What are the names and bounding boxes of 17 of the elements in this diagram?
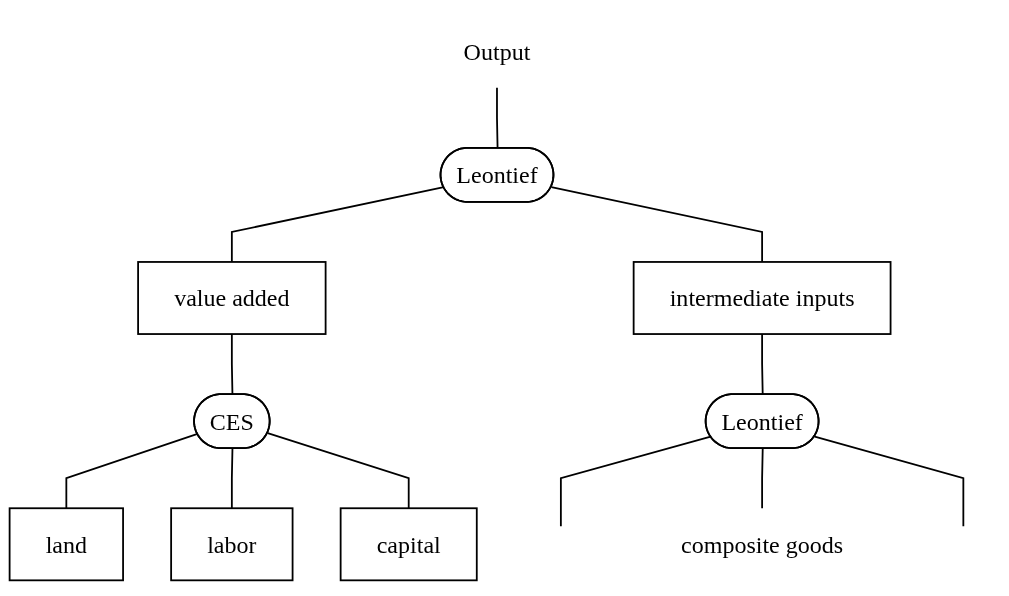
node-box: intermediate inputs	[632, 261, 892, 335]
node-box: capital	[339, 507, 478, 582]
connector	[813, 435, 965, 528]
node-text: composite goods	[681, 531, 844, 558]
connector	[65, 432, 199, 510]
node-text: Output	[463, 38, 531, 65]
connector	[266, 432, 410, 510]
connector	[230, 333, 234, 396]
connector	[761, 333, 764, 396]
connector	[230, 186, 445, 263]
node-box: land	[8, 507, 124, 582]
connector	[230, 447, 234, 510]
node-box: labor	[170, 507, 294, 582]
connector	[761, 447, 764, 510]
connector	[559, 435, 712, 528]
node-box: value added	[137, 261, 327, 335]
connector	[550, 186, 763, 263]
